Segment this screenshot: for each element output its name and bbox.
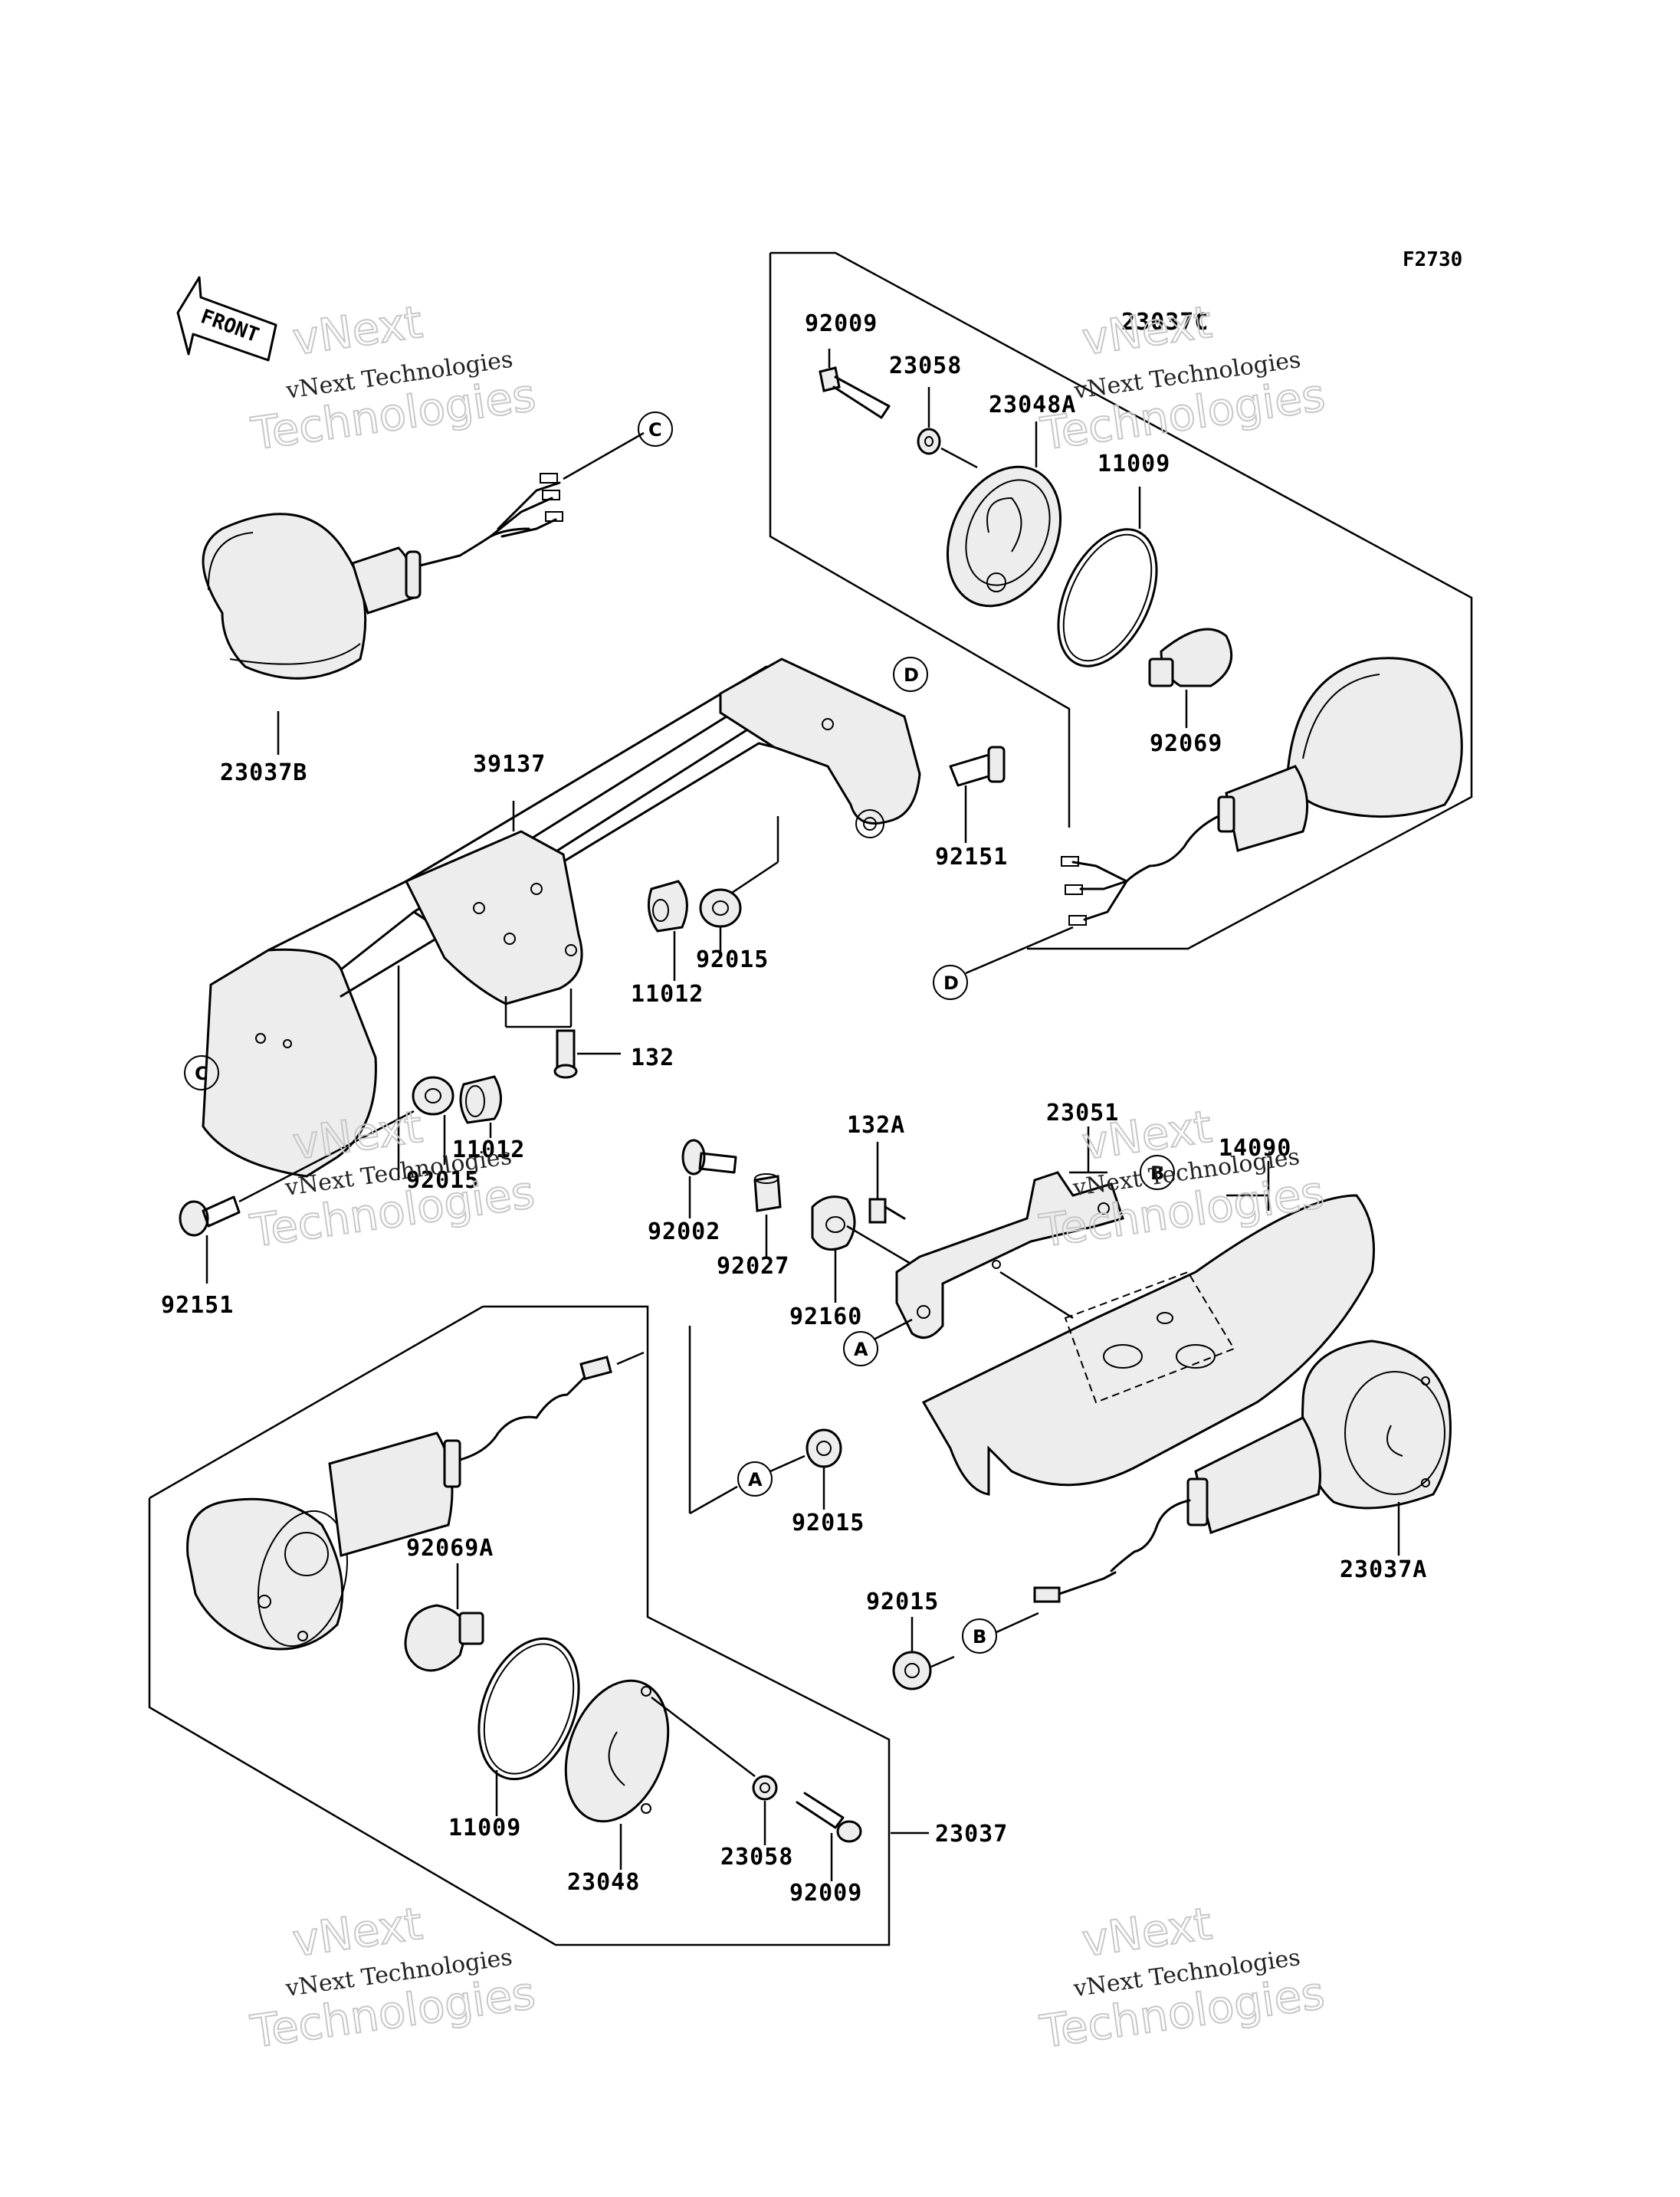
part-label-92015-mid: 92015 [406, 1167, 479, 1194]
part-label-92015-a: 92015 [792, 1510, 865, 1536]
part-label-23037b: 23037B [220, 759, 307, 786]
part-label-92151-left: 92151 [161, 1292, 234, 1319]
front-arrow-icon: FRONT [176, 276, 277, 362]
part-label-92009-bot: 92009 [789, 1880, 862, 1907]
svg-text:vNext: vNext [290, 1897, 425, 1967]
part-label-92151-top: 92151 [935, 844, 1008, 871]
screw-92009-bot [796, 1792, 929, 1881]
part-label-23058-top: 23058 [889, 353, 962, 379]
part-label-39137: 39137 [473, 751, 546, 778]
turn-signal-23037c-housing [965, 657, 1463, 975]
box-23037c [769, 251, 1473, 950]
washer-23058-bot [752, 1775, 778, 1845]
svg-text:vNext: vNext [290, 296, 425, 366]
box-23037 [148, 1305, 891, 1946]
svg-text:C: C [648, 419, 662, 441]
ref-marker-d-right: D [933, 965, 968, 1000]
part-label-23058-bot: 23058 [720, 1844, 793, 1871]
turn-signal-23037b [202, 431, 645, 755]
ref-marker-c-left: C [184, 1055, 219, 1090]
part-label-92015-top: 92015 [696, 946, 769, 973]
part-label-11009-top: 11009 [1098, 451, 1170, 477]
collar-92027 [753, 1173, 782, 1257]
part-label-11012-mid: 11012 [452, 1136, 525, 1163]
part-label-23037c: 23037C [1121, 309, 1209, 336]
bracket-39137 [202, 657, 921, 1180]
bolt-92151-left [179, 1110, 415, 1284]
watermark-top-left: vNext Technologies vNext Technologies [247, 295, 539, 461]
screw-92009-top [819, 349, 891, 419]
part-label-132a: 132A [847, 1112, 905, 1139]
grommet-92160 [811, 1195, 913, 1303]
nut-92015-b [892, 1617, 955, 1690]
ref-marker-c-top: C [638, 412, 673, 447]
part-label-23037a: 23037A [1340, 1556, 1427, 1583]
ref-marker-d-top: D [893, 657, 928, 692]
bolt-132 [553, 1029, 621, 1079]
svg-text:vNext: vNext [1079, 1897, 1215, 1967]
svg-text:vNext: vNext [1079, 296, 1215, 366]
part-label-92160: 92160 [789, 1303, 862, 1330]
nut-92015-top [699, 816, 779, 954]
turn-signal-23037-housing [186, 1351, 645, 1651]
svg-text:B: B [973, 1626, 986, 1648]
part-label-92069: 92069 [1150, 730, 1222, 757]
part-label-23051: 23051 [1046, 1100, 1119, 1126]
part-label-23048: 23048 [567, 1869, 640, 1896]
part-label-92015-b: 92015 [866, 1589, 939, 1615]
spacer-11012-top [647, 880, 688, 981]
watermark-bottom-right: vNext Technologies vNext Technologies [1036, 1897, 1328, 2059]
part-label-11009-bot: 11009 [448, 1815, 521, 1841]
ref-marker-a-bot: A [688, 1326, 773, 1515]
part-label-92027: 92027 [717, 1253, 789, 1280]
lens-23048a [946, 421, 1062, 608]
ref-marker-b-bot: B [962, 1618, 997, 1654]
part-label-23048a: 23048A [989, 392, 1076, 418]
svg-text:A: A [854, 1339, 868, 1360]
gasket-11009-top [1057, 487, 1158, 667]
bolt-92151-top [949, 746, 1006, 843]
gasket-11009-bot [477, 1637, 580, 1816]
front-label: FRONT [198, 305, 262, 347]
part-label-92069a: 92069A [406, 1535, 494, 1562]
spacer-11012-mid [459, 1075, 502, 1138]
diagram-code: F2730 [1403, 248, 1462, 271]
part-label-23037: 23037 [935, 1821, 1008, 1848]
part-label-14090: 14090 [1219, 1135, 1291, 1162]
bolt-92002 [681, 1139, 737, 1218]
cover-14090 [921, 1161, 1375, 1496]
svg-text:D: D [943, 972, 959, 994]
svg-text:D: D [904, 664, 919, 686]
part-label-92009-top: 92009 [805, 310, 878, 337]
part-label-11012-top: 11012 [631, 981, 704, 1008]
nut-92015-mid [412, 1076, 454, 1165]
washer-23058-top [917, 387, 978, 469]
watermark-bottom-left: vNext Technologies vNext Technologies [247, 1897, 539, 2059]
bulb-92069 [1148, 628, 1233, 728]
ref-marker-a-right: A [843, 1318, 913, 1366]
svg-text:C: C [195, 1063, 208, 1084]
svg-text:B: B [1150, 1162, 1164, 1184]
lens-23048 [564, 1679, 756, 1870]
turn-signal-23037a [996, 1340, 1452, 1634]
bulb-92069a [404, 1563, 484, 1672]
svg-text:A: A [748, 1469, 763, 1490]
nut-92015-a [769, 1428, 842, 1510]
part-label-132: 132 [631, 1044, 674, 1071]
ref-marker-b-top: B [1140, 1155, 1175, 1190]
part-label-92002: 92002 [648, 1218, 720, 1245]
bolt-132a [868, 1142, 906, 1224]
watermark-top-right: vNext Technologies vNext Technologies [1036, 295, 1328, 461]
bracket-23051 [895, 1126, 1124, 1340]
